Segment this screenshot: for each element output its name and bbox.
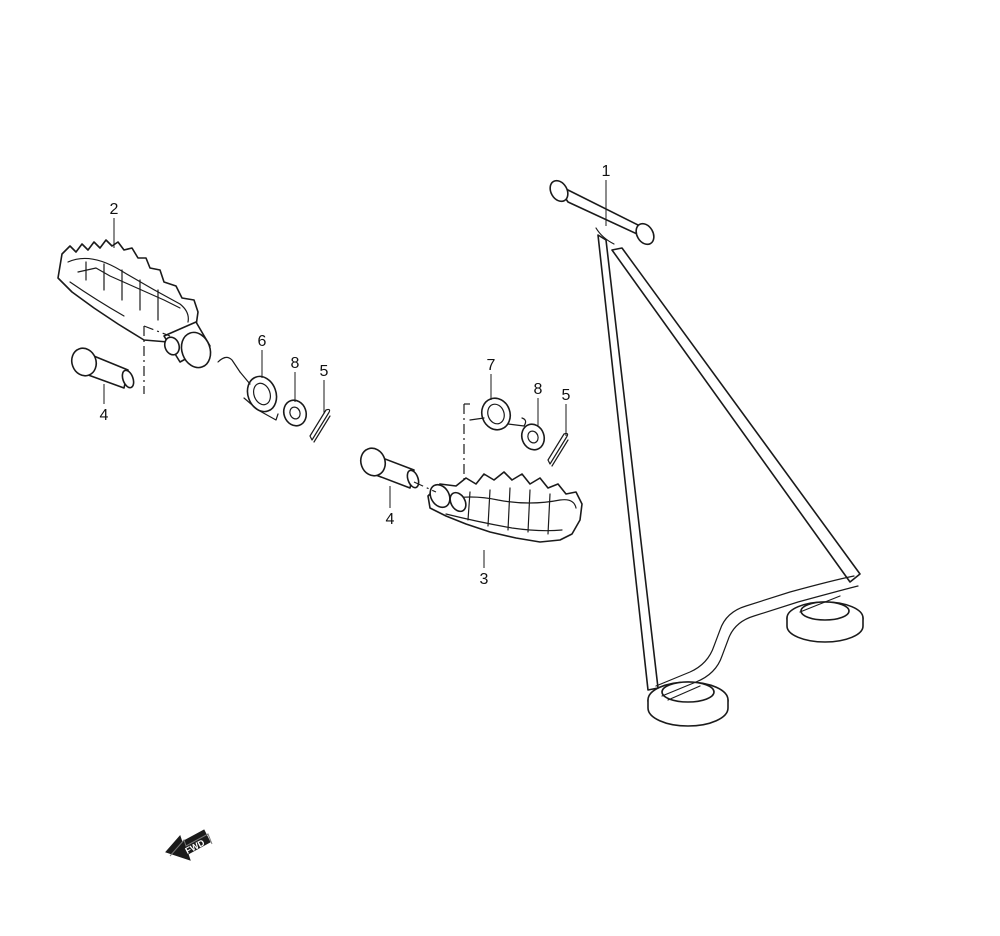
part-6-spring-left[interactable] [217, 356, 281, 421]
leader-lines [103, 180, 607, 568]
part-3-footrest-right[interactable] [426, 471, 583, 543]
callout-4-right: 4 [386, 511, 395, 528]
part-1-stand[interactable] [547, 177, 864, 727]
forward-arrow-icon: FWD [165, 829, 213, 861]
part-4-pin-right[interactable] [357, 445, 421, 489]
callout-7: 7 [487, 357, 496, 374]
part-8-washer-left[interactable] [280, 397, 310, 429]
part-5-cotter-pin-right[interactable] [547, 432, 569, 467]
part-5-cotter-pin-left[interactable] [309, 408, 331, 443]
part-2-footrest-left[interactable] [57, 239, 215, 372]
part-4-pin-left[interactable] [68, 345, 136, 389]
callout-labels: 1 2 3 4 4 5 5 6 7 8 8 [100, 163, 611, 588]
callout-6: 6 [258, 333, 267, 350]
assembly-axis-lines [143, 325, 470, 493]
part-8-washer-right[interactable] [518, 421, 548, 453]
callout-8-left: 8 [291, 355, 300, 372]
callout-2: 2 [110, 201, 119, 218]
callout-5-left: 5 [320, 363, 329, 380]
callout-4-left: 4 [100, 407, 109, 424]
callout-1: 1 [602, 163, 611, 180]
callout-5-right: 5 [562, 387, 571, 404]
part-7-spring-right[interactable] [469, 394, 527, 434]
callout-3: 3 [480, 571, 489, 588]
callout-8-right: 8 [534, 381, 543, 398]
